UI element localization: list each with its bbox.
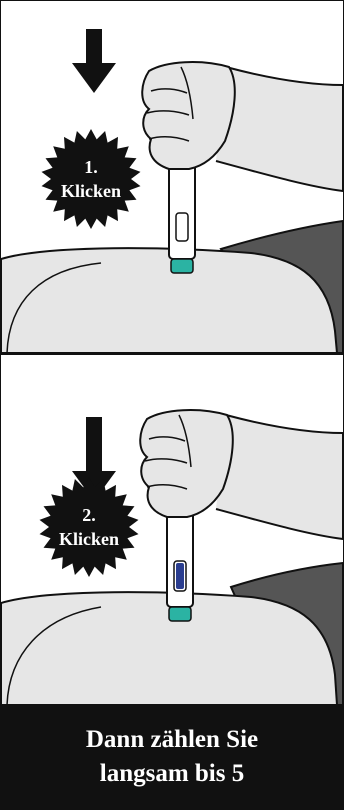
starburst-badge: 2. Klicken [40,477,139,577]
instruction-line-2: langsam bis 5 [100,757,244,791]
needle-cap [169,607,191,621]
pen-window-indicator [176,563,184,589]
step-action: Klicken [61,181,121,201]
instruction-line-1: Dann zählen Sie [86,723,258,757]
instruction-banner: Dann zählen Sie langsam bis 5 [1,705,343,809]
arm [216,415,343,539]
needle-cap [171,259,193,273]
step-1-panel: 1. Klicken [1,1,343,353]
step-action: Klicken [59,529,119,549]
step-2-panel: 2. Klicken [1,355,343,705]
down-arrow-icon [72,29,116,93]
skin-surface [1,248,337,353]
step-number: 1. [84,157,98,177]
starburst-badge: 1. Klicken [42,129,141,229]
step-number: 2. [82,505,96,525]
